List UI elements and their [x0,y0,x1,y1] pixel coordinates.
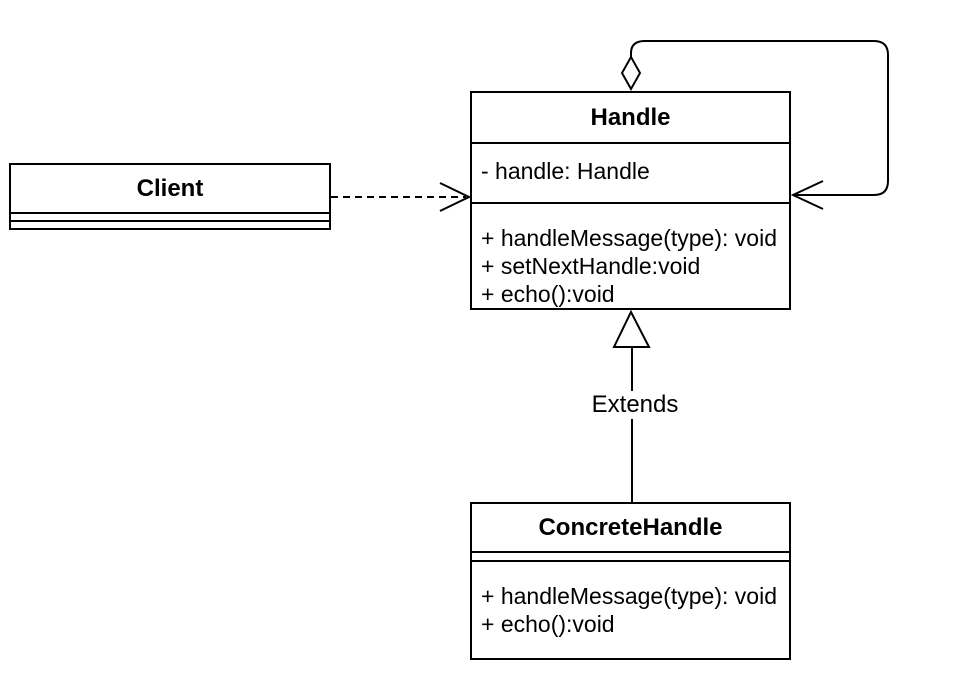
class-title: ConcreteHandle [538,513,723,541]
concrete-handle-class-box[interactable]: ConcreteHandle + handleMessage(type): vo… [470,502,791,660]
open-arrowhead-icon [439,182,472,212]
client-attributes-compartment [11,212,329,220]
handle-attributes-compartment: - handle: Handle [472,142,789,202]
handle-methods-compartment: + handleMessage(type): void + setNextHan… [472,202,789,308]
class-title: Handle [590,103,671,131]
handle-class-box[interactable]: Handle - handle: Handle + handleMessage(… [470,91,791,310]
concrete-handle-attributes-compartment [472,551,789,560]
class-title: Client [136,174,204,202]
concrete-handle-methods-compartment: + handleMessage(type): void + echo():voi… [472,560,789,658]
hollow-triangle-icon [612,309,651,348]
extends-label: Extends [580,391,690,419]
attribute-line: - handle: Handle [481,158,650,184]
open-arrowhead-icon [790,180,824,210]
method-line: + setNextHandle:void [481,253,701,279]
client-class-box[interactable]: Client [9,163,331,230]
method-line: + handleMessage(type): void [481,225,777,251]
method-line: + handleMessage(type): void [481,583,777,609]
aggregation-diamond-icon [620,54,642,92]
client-methods-compartment [11,220,329,228]
method-line: + echo():void [481,611,615,637]
dependency-edge-client-to-handle[interactable] [331,182,472,212]
method-line: + echo():void [481,281,615,307]
